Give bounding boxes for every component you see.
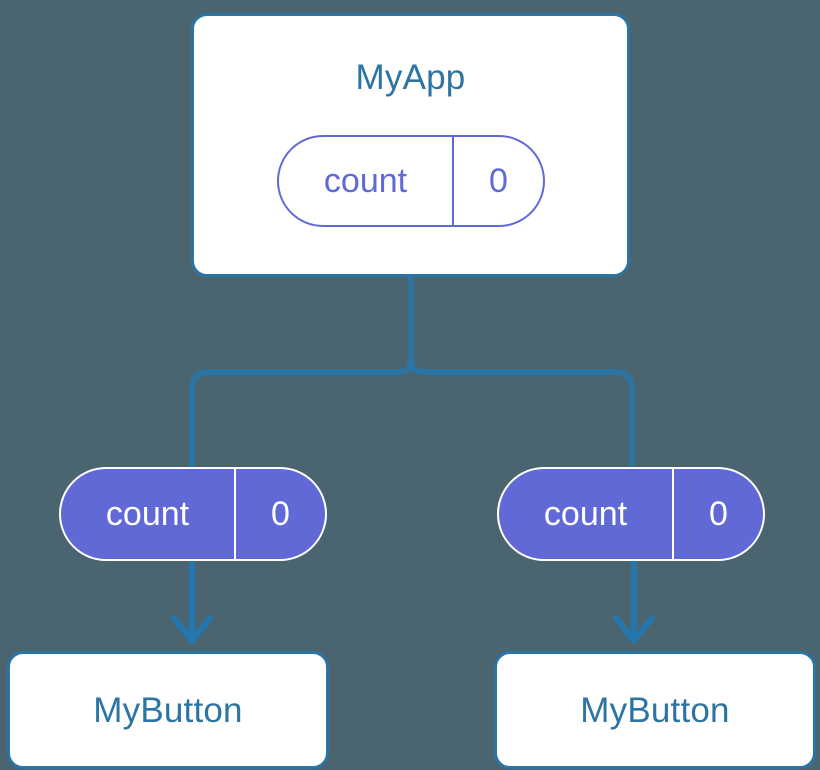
prop-pill-child-0-count-name: count xyxy=(61,469,236,559)
arrow-head-left-icon xyxy=(171,615,213,644)
state-pill-myapp-count-name: count xyxy=(279,137,454,225)
prop-pill-child-0-count-value: 0 xyxy=(271,495,290,533)
component-mybutton-1[interactable]: MyButton xyxy=(494,651,816,769)
connector-branch-right xyxy=(408,356,635,467)
state-pill-myapp-count-value: 0 xyxy=(489,162,508,200)
arrow-head-right-icon xyxy=(613,615,655,644)
component-myapp-title: MyApp xyxy=(355,58,466,97)
connector-branch-left xyxy=(189,356,414,467)
component-mybutton-1-title: MyButton xyxy=(580,690,730,730)
prop-pill-child-1-count-name: count xyxy=(499,469,674,559)
state-pill-myapp-count[interactable]: count 0 xyxy=(277,135,545,227)
prop-pill-child-1-count[interactable]: count 0 xyxy=(497,467,765,561)
prop-pill-child-0-count[interactable]: count 0 xyxy=(59,467,327,561)
prop-pill-child-1-count-value: 0 xyxy=(709,495,728,533)
component-mybutton-0[interactable]: MyButton xyxy=(7,651,329,769)
component-mybutton-0-title: MyButton xyxy=(93,690,243,730)
